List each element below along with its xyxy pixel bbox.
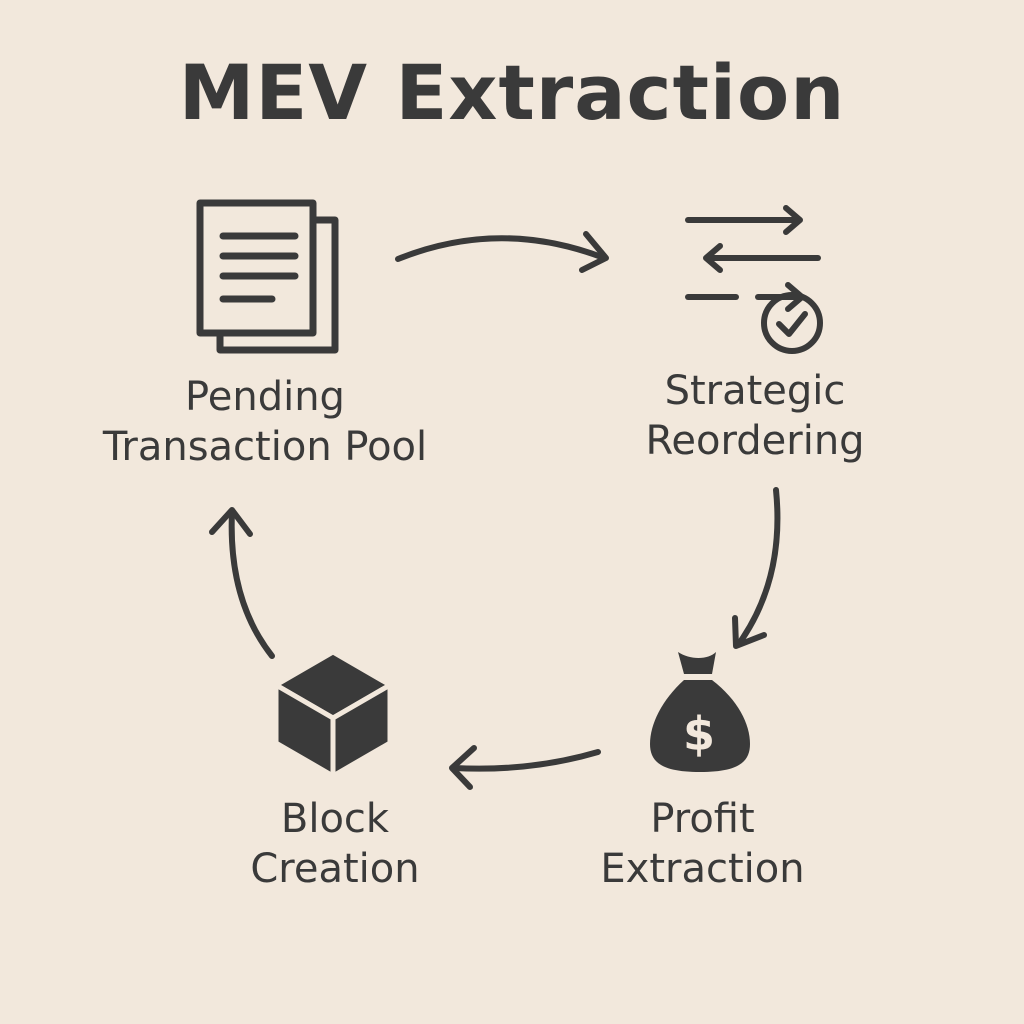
node-label-line: Strategic — [664, 368, 846, 414]
node-label-line: Block — [280, 796, 390, 842]
arrow-pool-to-reorder — [395, 231, 609, 273]
cube-icon — [273, 649, 393, 779]
diagram-title: MEV Extraction — [178, 48, 846, 137]
reorder-arrows-check-icon — [685, 205, 823, 354]
node-label-line: Creation — [250, 846, 420, 892]
document-stack-icon — [196, 199, 339, 354]
node-label-profit-extraction: Profit Extraction — [570, 794, 835, 894]
node-label-line: Extraction — [600, 846, 805, 892]
node-label-block-creation: Block Creation — [200, 794, 470, 894]
node-label-strategic-reordering: Strategic Reordering — [600, 366, 910, 466]
node-label-line: Profit — [650, 796, 755, 842]
svg-text:$: $ — [683, 707, 715, 761]
node-label-line: Transaction Pool — [102, 424, 428, 470]
arrow-profit-to-block — [449, 745, 601, 790]
node-label-line: Pending — [185, 374, 345, 420]
money-bag-icon: $ — [650, 652, 750, 772]
arrow-block-to-pool — [209, 507, 275, 659]
node-label-line: Reordering — [645, 418, 865, 464]
arrow-reorder-to-profit — [732, 487, 781, 649]
node-label-pending-pool: Pending Transaction Pool — [60, 372, 470, 472]
